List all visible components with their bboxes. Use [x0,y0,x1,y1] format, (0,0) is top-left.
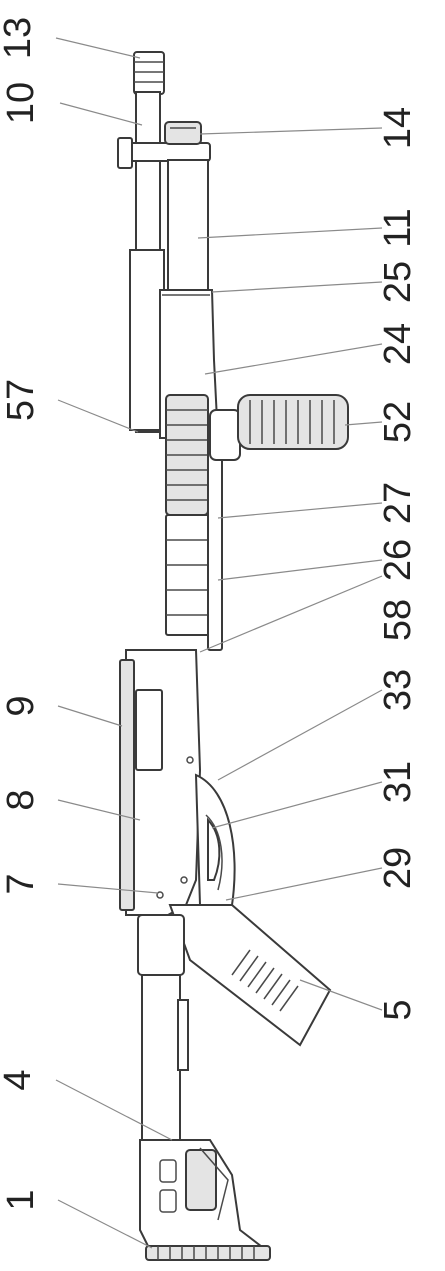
leader-27 [217,502,383,519]
magazine-tube [167,159,209,291]
callout-58: 58 [377,599,419,641]
leader-14 [199,127,383,135]
forend-rail [165,394,209,516]
leader-24 [204,343,383,375]
grip-texture [231,949,299,1012]
callout-33: 33 [377,669,419,711]
callout-57: 57 [0,379,42,421]
leader-4 [55,1079,173,1141]
leader-8 [57,799,141,821]
leader-13 [55,37,141,59]
leader-7 [57,883,159,894]
pistol-grip [168,904,332,1047]
stock [139,1139,269,1251]
leader-25 [211,281,383,293]
leader-11 [197,227,383,239]
callout-25: 25 [377,261,419,303]
leader-31 [211,781,383,829]
callout-5: 5 [377,999,419,1020]
leader-1 [57,1199,153,1249]
leader-29 [225,867,383,901]
leader-58 [199,575,383,653]
butt-pad [145,1245,271,1261]
callout-7: 7 [0,873,42,894]
barrel-clamp [117,121,211,169]
leader-5 [299,979,383,1011]
callout-1: 1 [0,1189,42,1210]
callout-29: 29 [377,847,419,889]
vertical-grip [209,394,349,461]
buffer-tube [137,914,189,1151]
callout-27: 27 [377,482,419,524]
callout-26: 26 [377,539,419,581]
leader-lines [55,37,383,1249]
leader-26 [217,559,383,581]
callout-14: 14 [377,107,419,149]
callout-8: 8 [0,789,42,810]
callout-labels: 13 10 14 11 25 24 52 27 26 57 58 9 33 31… [0,17,419,1211]
leader-9 [57,705,123,727]
callout-11: 11 [377,208,419,247]
muzzle-brake [133,51,165,95]
callout-13: 13 [0,17,39,59]
leader-33 [217,689,383,781]
callout-31: 31 [377,761,419,803]
callout-24: 24 [377,323,419,365]
leader-10 [59,102,143,126]
leader-52 [344,421,383,426]
callout-9: 9 [0,695,42,716]
leader-57 [57,399,139,433]
receiver [119,649,202,916]
trigger-guard [194,773,236,906]
callout-4: 4 [0,1069,39,1090]
callout-52: 52 [377,401,419,443]
callout-10: 10 [0,82,42,124]
